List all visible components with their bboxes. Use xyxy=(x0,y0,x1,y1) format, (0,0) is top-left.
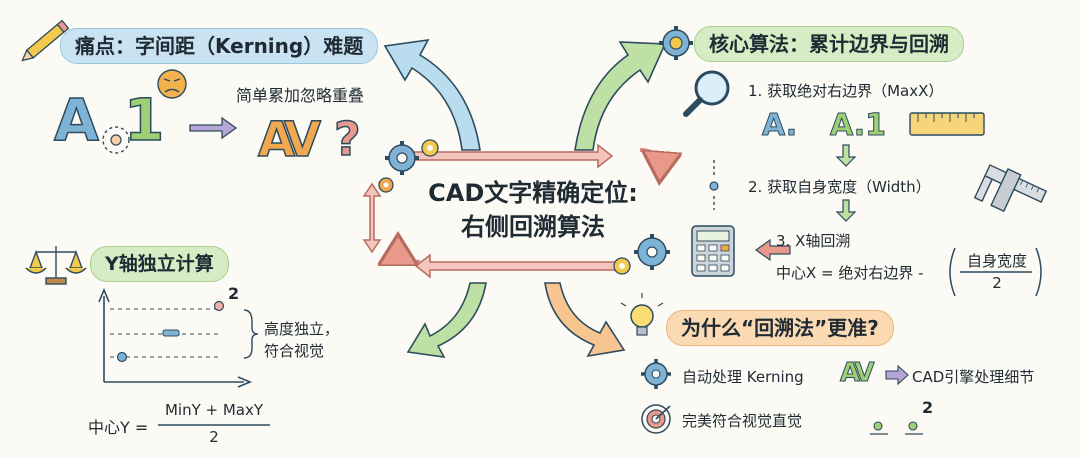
pain-glyph-1: 1 xyxy=(123,85,165,155)
yaxis-title-pill: Y轴独立计算 xyxy=(90,246,229,282)
core-title: 核心算法：累计边界与回溯 xyxy=(709,32,949,56)
arrow-to-pain xyxy=(383,38,481,151)
why-title-pill: 为什么“回溯法”更准? xyxy=(666,310,894,346)
why-item2-label: 完美符合视觉直觉 xyxy=(682,412,803,430)
center-frame-arrows xyxy=(362,143,660,279)
why-item1-glyph: AV xyxy=(839,358,875,389)
yaxis-brace-label-line1: 高度独立， xyxy=(264,320,340,338)
yaxis-formula-numerator: MinY + MaxY xyxy=(164,401,264,419)
core-formula-denominator: 2 xyxy=(992,274,1002,292)
yaxis-formula-denominator: 2 xyxy=(209,428,219,446)
gear-icon xyxy=(421,139,439,157)
why-item1-label: 自动处理 Kerning xyxy=(682,368,804,386)
visual-alignment-illustration xyxy=(870,421,923,435)
core-step1-glyph-a: A. xyxy=(761,108,798,144)
gear-icon xyxy=(659,26,693,60)
core-formula-numerator: 自身宽度 xyxy=(966,252,1027,270)
arrow-to-yaxis xyxy=(406,282,487,359)
why-item2-superscript: 2 xyxy=(922,398,934,417)
core-formula-left: 中心X = 绝对右边界 - xyxy=(776,264,924,282)
core-step3: 3. X轴回溯 xyxy=(776,232,851,250)
center-title-line2: 右侧回溯算法 xyxy=(461,213,605,241)
why-item1-result: CAD引擎处理细节 xyxy=(912,368,1035,386)
yaxis-superscript: 2 xyxy=(228,284,240,303)
caliper-icon xyxy=(973,164,1048,213)
core-step-arrows xyxy=(754,144,857,262)
scales-icon xyxy=(25,246,87,285)
target-icon xyxy=(641,404,671,434)
center-title-line1: CAD文字精确定位: xyxy=(428,179,638,207)
gear-icon xyxy=(378,177,394,193)
y-axis-plot xyxy=(98,287,259,388)
yaxis-title: Y轴独立计算 xyxy=(105,253,214,275)
gear-icon xyxy=(634,234,670,270)
why-title: 为什么“回溯法”更准? xyxy=(681,316,879,340)
core-formula-parens xyxy=(949,247,1042,297)
arrow-to-core xyxy=(574,41,667,151)
pain-glyph-av: AV xyxy=(257,111,322,169)
gear-icon xyxy=(641,359,671,389)
pain-title-pill: 痛点：字间距（Kerning）难题 xyxy=(60,28,379,64)
core-step1: 1. 获取绝对右边界（MaxX） xyxy=(748,82,944,100)
yaxis-formula-left: 中心Y = xyxy=(88,418,149,437)
pain-kerning-illustration xyxy=(102,116,238,154)
calculator-icon xyxy=(691,225,735,277)
pain-glyph-a: A xyxy=(53,85,99,155)
annoyed-face-icon xyxy=(157,69,187,99)
lightbulb-icon xyxy=(620,293,664,336)
why-result-arrow xyxy=(885,364,909,386)
arrow-to-why xyxy=(544,282,626,358)
yaxis-brace-label-line2: 符合视觉 xyxy=(264,342,325,360)
ruler-icon xyxy=(909,112,985,136)
core-step2: 2. 获取自身宽度（Width） xyxy=(748,178,931,196)
width-marker xyxy=(709,160,719,210)
magnifier-icon xyxy=(683,70,730,117)
pencil-icon xyxy=(21,19,70,62)
core-step1-glyph-a1: A.1 xyxy=(829,108,887,144)
pain-caption: 简单累加忽略重叠 xyxy=(236,86,365,105)
core-title-pill: 核心算法：累计边界与回溯 xyxy=(694,26,964,62)
pain-question-mark: ? xyxy=(333,111,361,167)
gear-icon xyxy=(385,141,419,175)
yaxis-brace-label: 高度独立， 符合视觉 xyxy=(264,318,339,362)
pain-title: 痛点：字间距（Kerning）难题 xyxy=(75,34,364,58)
center-title: CAD文字精确定位: 右侧回溯算法 xyxy=(398,176,668,244)
gear-icon xyxy=(613,257,631,275)
